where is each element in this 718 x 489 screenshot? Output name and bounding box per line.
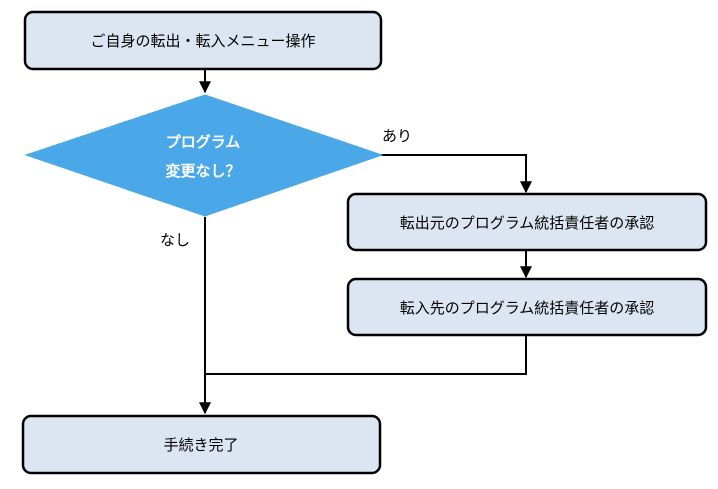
end-label: 手続き完了 bbox=[163, 436, 238, 454]
edge-in-to-merge bbox=[205, 336, 527, 375]
edge-decision-yes bbox=[380, 154, 532, 194]
decision-diamond: プログラム 変更なし？ bbox=[24, 94, 384, 217]
approve-out-box: 転出元のプログラム統括責任者の承認 bbox=[346, 192, 708, 252]
end-box: 手続き完了 bbox=[21, 414, 382, 475]
no-label: なし bbox=[160, 231, 190, 249]
start-label: ご自身の転出・転入メニュー操作 bbox=[90, 32, 315, 50]
start-box: ご自身の転出・転入メニュー操作 bbox=[23, 10, 383, 71]
decision-label-line2: 変更なし？ bbox=[165, 162, 240, 180]
approve-out-label: 転出元のプログラム統括責任者の承認 bbox=[400, 214, 655, 232]
yes-label: あり bbox=[382, 127, 412, 145]
approve-in-label: 転入先のプログラム統括責任者の承認 bbox=[400, 299, 655, 317]
approve-in-box: 転入先のプログラム統括責任者の承認 bbox=[346, 277, 708, 337]
decision-label-line1: プログラム bbox=[166, 133, 241, 151]
